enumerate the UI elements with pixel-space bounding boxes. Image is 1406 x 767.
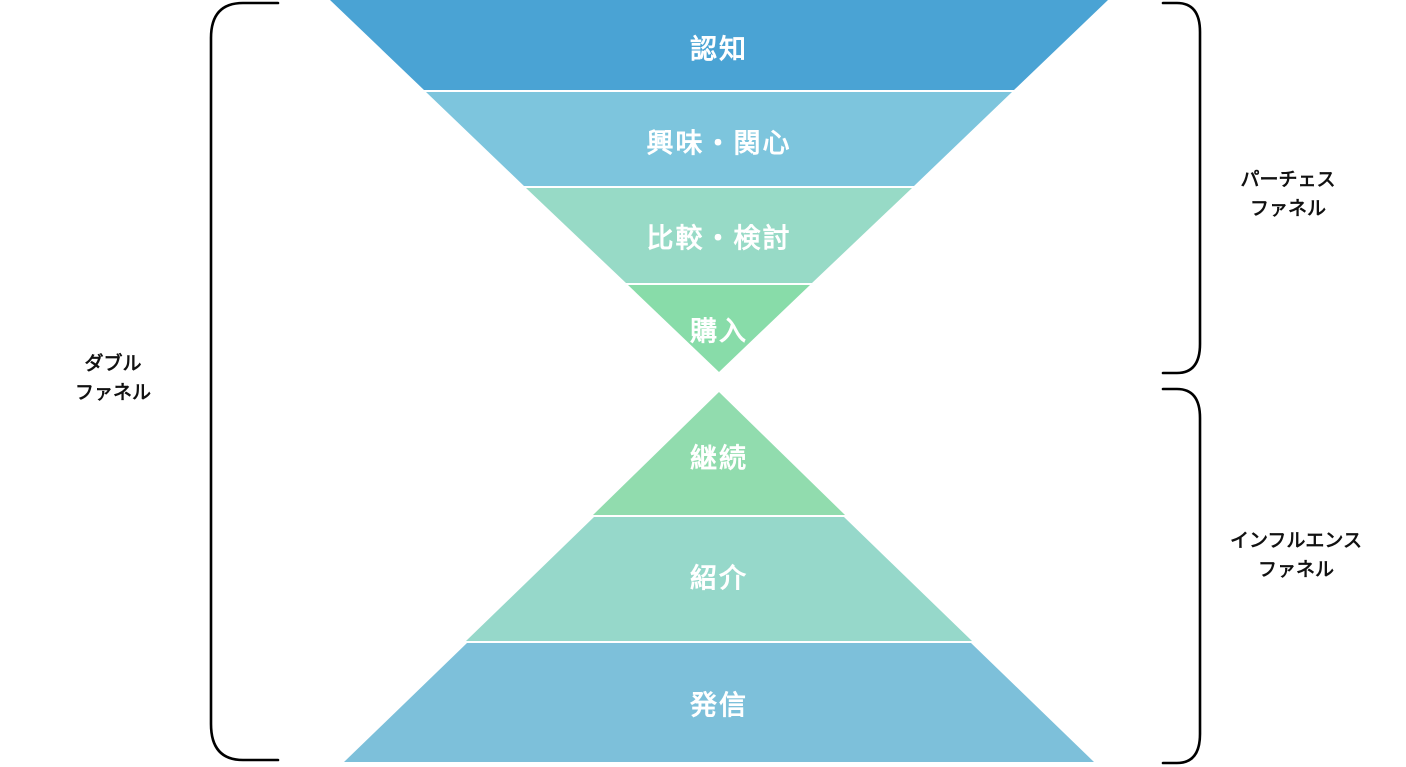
bracket-left-double-funnel (209, 1, 280, 762)
bracket-label-influence-funnel-line1: インフルエンス (1229, 530, 1363, 552)
funnel-segment-advocacy (344, 643, 1094, 762)
bracket-label-influence-funnel-line2: ファネル (1257, 560, 1334, 581)
bracket-label-double-funnel-line2: ファネル (74, 383, 152, 404)
bracket-lower-right-influence-funnel (1161, 387, 1202, 765)
bracket-label-double-funnel-line1: ダブル (84, 353, 142, 375)
bracket-label-influence-funnel: インフルエンス ファネル (1230, 527, 1362, 586)
funnel-segment-awareness (330, 0, 1108, 90)
funnel-segment-purchase (628, 285, 810, 372)
bracket-label-purchase-funnel: パーチェス ファネル (1240, 166, 1335, 225)
funnel-segment-referral (466, 517, 972, 641)
bracket-label-double-funnel: ダブル ファネル (75, 350, 151, 409)
funnel-segment-comparison (526, 188, 912, 283)
bracket-upper-right-purchase-funnel (1161, 1, 1202, 375)
bracket-label-purchase-funnel-line1: パーチェス (1240, 169, 1336, 191)
funnel-segment-interest (426, 92, 1012, 186)
funnel-segment-continuation (593, 392, 845, 515)
bracket-label-purchase-funnel-line2: ファネル (1249, 199, 1327, 220)
